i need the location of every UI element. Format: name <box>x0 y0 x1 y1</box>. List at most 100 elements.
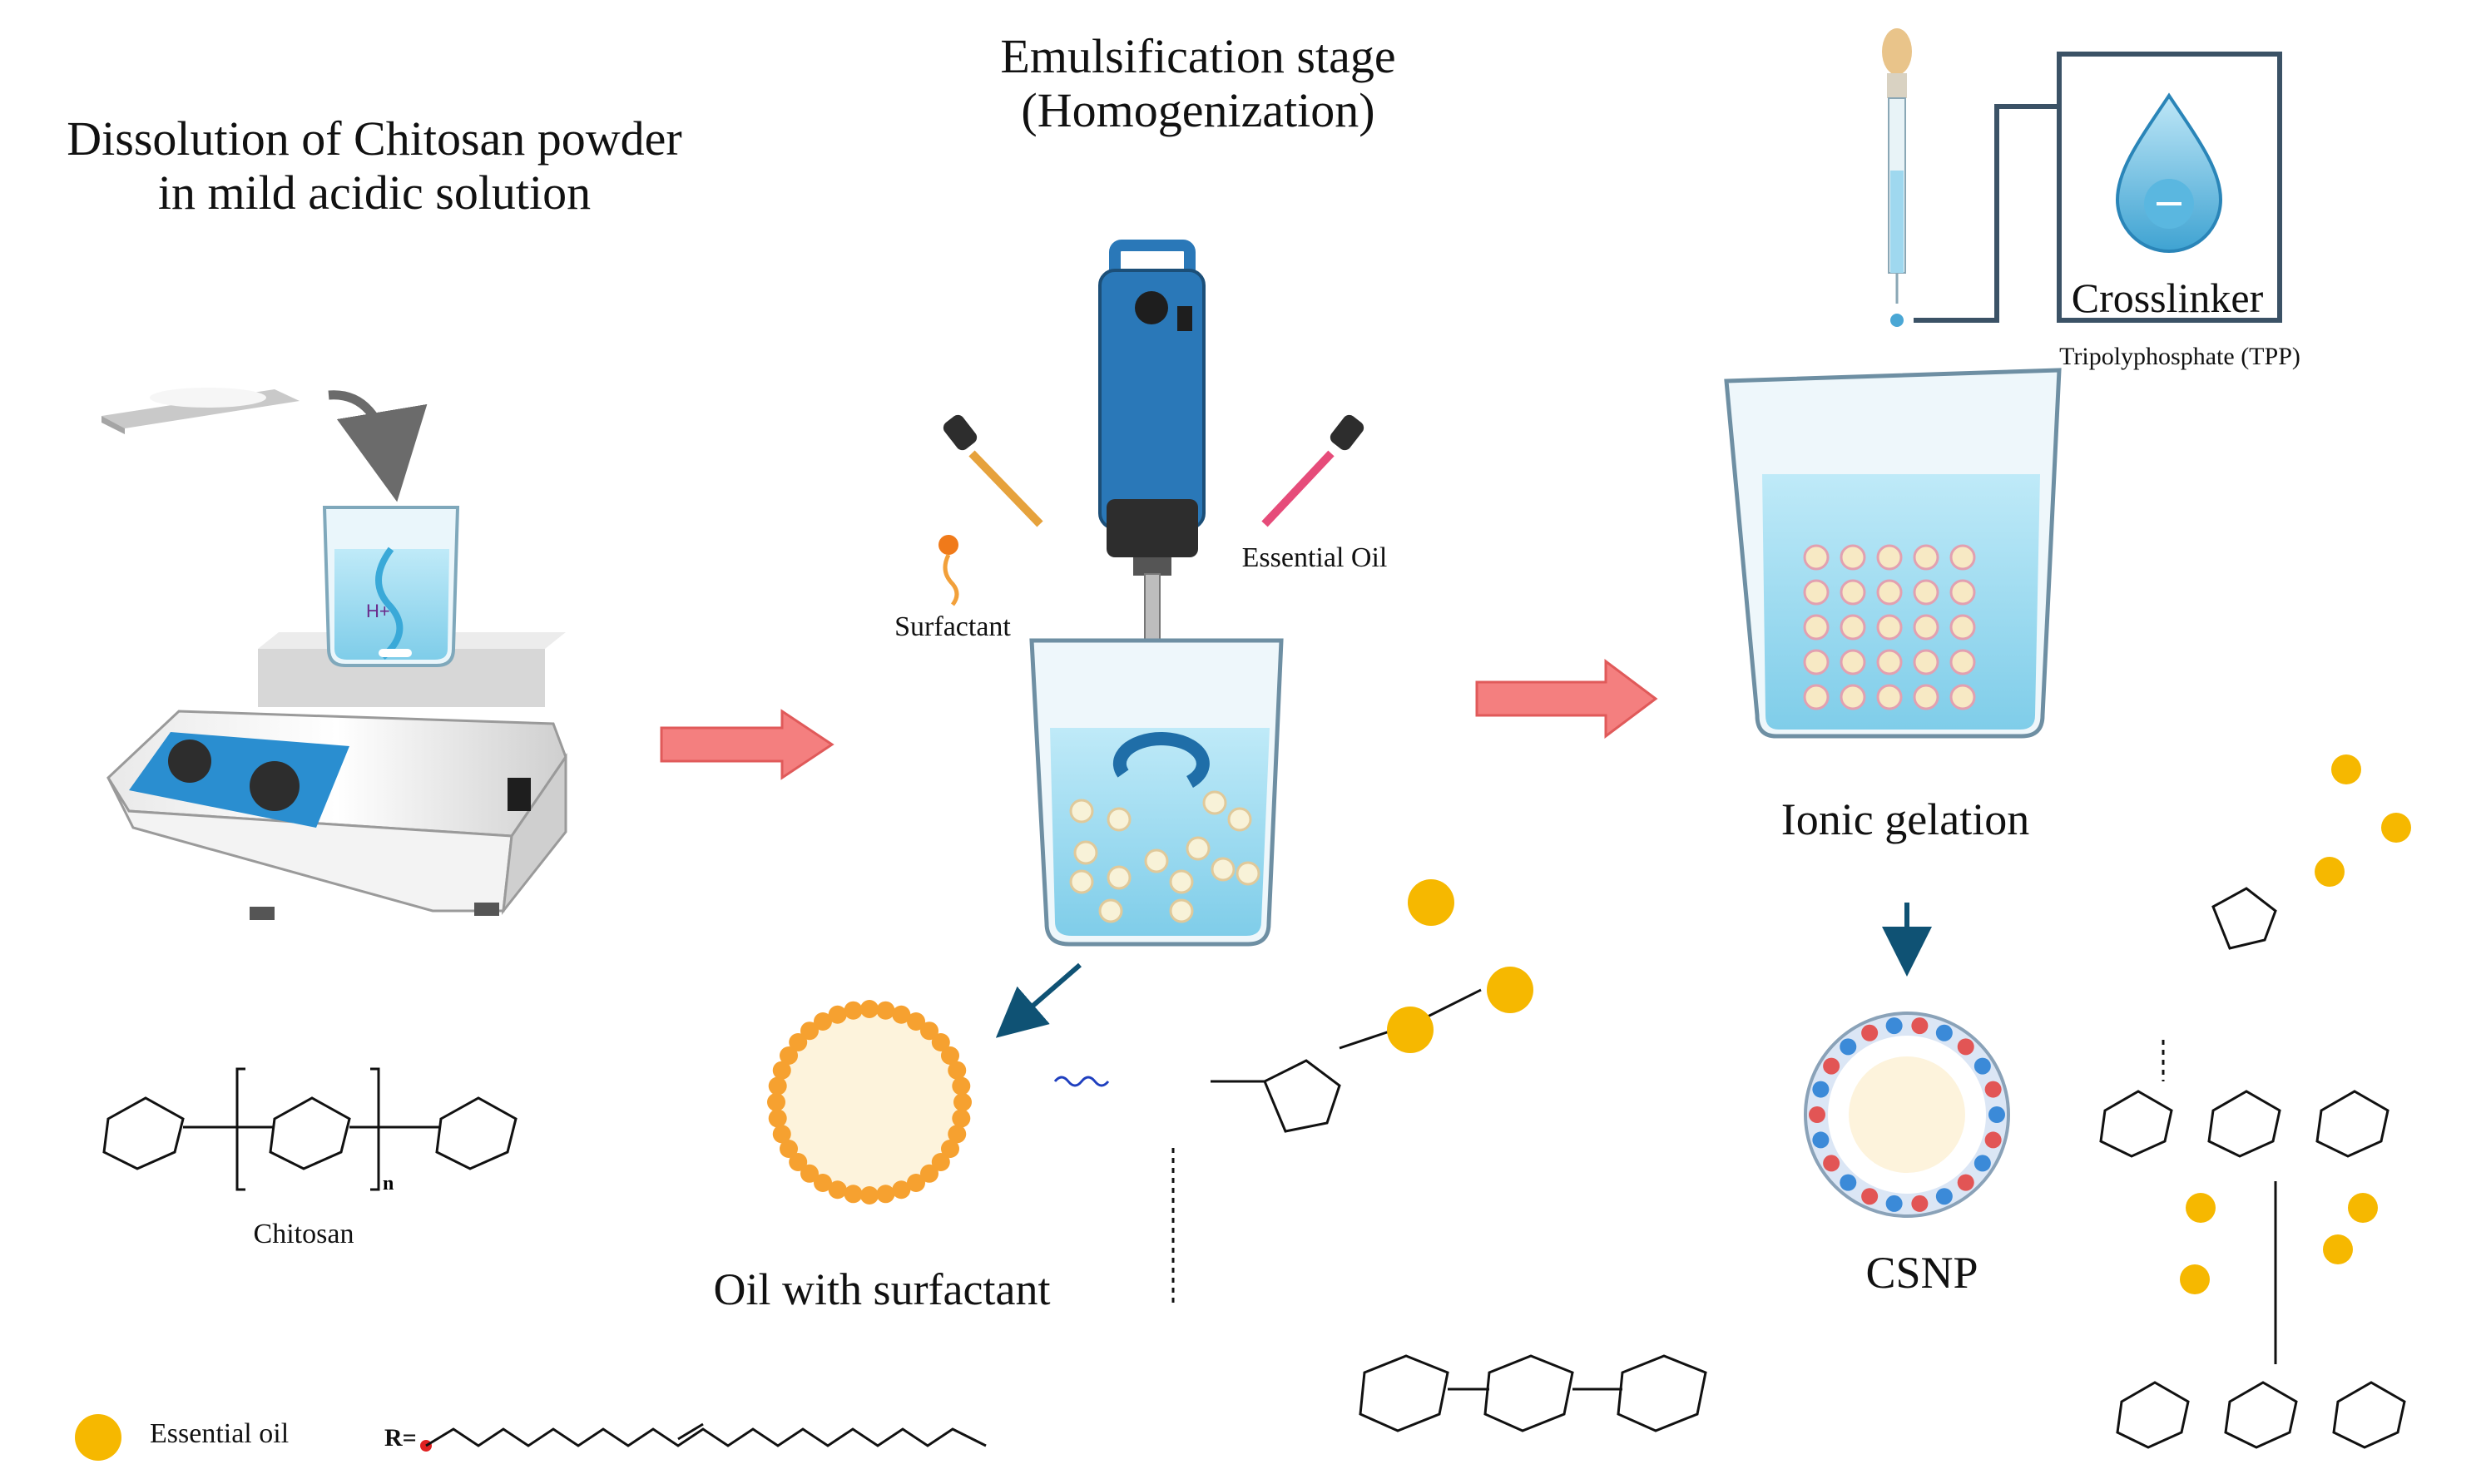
micelle-head <box>940 1046 959 1065</box>
gel-nanoparticle <box>1949 579 1976 606</box>
stage-emulsification-title: Emulsification stage (Homogenization) <box>1000 29 1396 137</box>
chitosan-n: n <box>383 1173 394 1195</box>
nanoparticle-grid <box>1803 544 1976 710</box>
gel-nanoparticle <box>1949 544 1976 571</box>
positive-charge <box>1861 1188 1879 1205</box>
navy-arrow-micelle <box>995 962 1082 1038</box>
beaker-large <box>1029 638 1284 947</box>
positive-charge <box>1861 1024 1879 1041</box>
oil-droplets-mid <box>1387 879 1533 1053</box>
micelle-head <box>940 1140 959 1158</box>
gel-nanoparticle <box>1913 684 1939 710</box>
micelle-head <box>789 1152 808 1171</box>
gel-nanoparticle <box>1803 579 1830 606</box>
positive-charge <box>1809 1106 1825 1123</box>
micelle-head <box>892 1005 911 1024</box>
micelle-head <box>953 1093 972 1111</box>
legend-essential-oil-icon <box>75 1414 121 1461</box>
process-arrow-2 <box>1475 659 1658 739</box>
negative-charge <box>1973 1155 1991 1172</box>
negative-charge <box>1812 1131 1830 1149</box>
negative-charge <box>1988 1106 2005 1123</box>
positive-charge <box>1957 1174 1974 1191</box>
process-arrow-1 <box>660 709 834 780</box>
micelle-head <box>828 1180 847 1200</box>
gel-nanoparticle <box>1949 684 1976 710</box>
csnp-particle <box>1804 1012 2010 1218</box>
micelle-head <box>907 1012 925 1031</box>
gel-nanoparticle <box>1949 614 1976 641</box>
micelle-head <box>844 1185 863 1204</box>
gel-nanoparticle <box>1913 614 1939 641</box>
micelle-head <box>952 1109 971 1128</box>
powder-tray <box>102 388 300 434</box>
gel-nanoparticle <box>1913 649 1939 675</box>
micelle-head <box>844 1001 863 1020</box>
negative-charge <box>1885 1195 1903 1212</box>
micelle-head <box>772 1061 791 1080</box>
negative-charge <box>1812 1081 1830 1098</box>
micelle-head <box>814 1012 832 1031</box>
micelle-head <box>772 1125 791 1144</box>
negative-charge <box>1885 1017 1903 1035</box>
micelle-head <box>952 1076 971 1096</box>
micelle-head <box>780 1046 799 1065</box>
micelle-head <box>907 1173 925 1192</box>
micelle <box>767 1000 972 1205</box>
micelle-head <box>948 1061 967 1080</box>
dropper-surfactant <box>943 414 1043 527</box>
dropper-oil <box>1261 414 1364 527</box>
gel-nanoparticle <box>1840 649 1866 675</box>
beaker-small <box>322 506 460 667</box>
oil-with-surfactant-label: Oil with surfactant <box>713 1264 1051 1314</box>
micelle-head <box>860 1186 879 1205</box>
positive-charge <box>1984 1131 2002 1149</box>
csnp-charges <box>1809 1017 2005 1212</box>
chitosan-label: Chitosan <box>253 1219 354 1249</box>
positive-charge <box>1984 1081 2002 1098</box>
positive-charge <box>1911 1017 1929 1035</box>
micelle-head <box>767 1093 785 1111</box>
crosslinker-drop-icon <box>2115 92 2223 253</box>
emulsion-droplets <box>1069 790 1260 923</box>
micelle-head <box>860 1000 879 1018</box>
gel-nanoparticle <box>1913 544 1939 571</box>
csnp-label: CSNP <box>1865 1248 1978 1298</box>
positive-charge <box>1911 1195 1929 1212</box>
emulsion-structure <box>1171 988 1707 1432</box>
micelle-head <box>931 1152 950 1171</box>
gel-nanoparticle <box>1949 649 1976 675</box>
positive-charge <box>1823 1057 1840 1075</box>
surfactant-icon <box>938 535 959 606</box>
micelle-head <box>892 1180 911 1200</box>
micelle-head <box>768 1076 787 1096</box>
gel-nanoparticle <box>1840 614 1866 641</box>
negative-charge <box>1840 1038 1857 1056</box>
micelle-head <box>948 1125 967 1144</box>
stage-dissolution-title: Dissolution of Chitosan powder in mild a… <box>67 111 682 220</box>
gel-nanoparticle <box>1840 579 1866 606</box>
gel-nanoparticle <box>1803 614 1830 641</box>
legend-essential-oil-label: Essential oil <box>150 1418 290 1449</box>
micelle-head <box>814 1173 832 1192</box>
pipette <box>1882 28 1912 327</box>
surfactant-label: Surfactant <box>894 611 1011 642</box>
positive-charge <box>1957 1038 1974 1056</box>
crosslinker-label: Crosslinker <box>2071 275 2264 321</box>
gel-nanoparticle <box>1876 614 1903 641</box>
h-plus-label: H+ <box>366 601 390 621</box>
micelle-head <box>789 1033 808 1052</box>
oil-droplets-right <box>2180 754 2411 1294</box>
r-group-chain <box>420 1422 987 1452</box>
gel-nanoparticle <box>1876 544 1903 571</box>
gel-nanoparticle <box>1803 544 1830 571</box>
essential-oil-label: Essential Oil <box>1241 542 1388 573</box>
micelle-head <box>768 1109 787 1128</box>
positive-charge <box>1823 1155 1840 1172</box>
negative-charge <box>1935 1188 1953 1205</box>
micelle-head <box>800 1021 820 1041</box>
gel-structure <box>2099 887 2406 1449</box>
gel-nanoparticle <box>1803 684 1830 710</box>
transfer-arrow <box>328 390 428 502</box>
